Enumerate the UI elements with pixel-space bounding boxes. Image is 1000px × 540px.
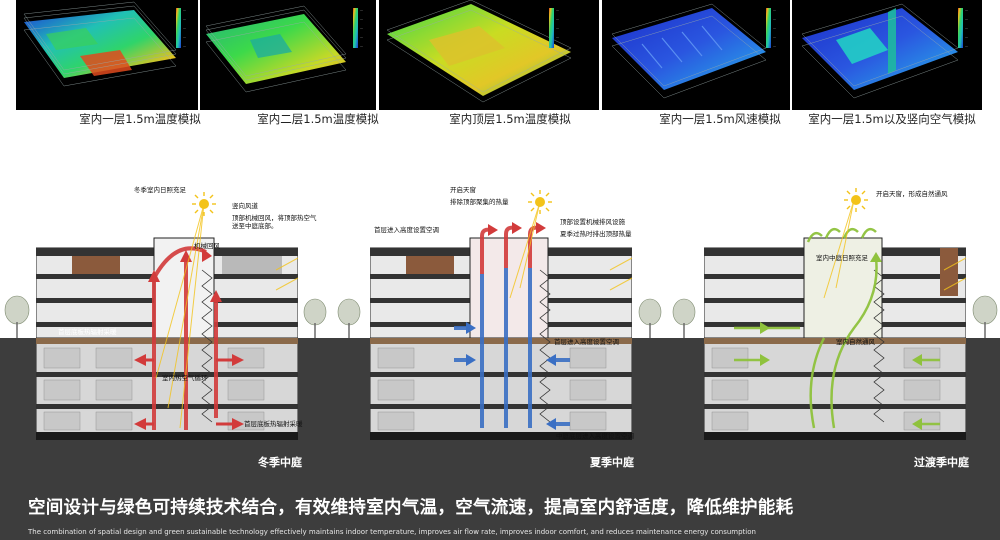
note-winter-hot-air: 室内热空气循环	[162, 374, 208, 382]
svg-text:—: —	[965, 17, 968, 21]
svg-text:—: —	[773, 44, 776, 48]
section-summer: 开启天窗 排除顶部聚集的热量 首层进入高度设置空调 顶部设置机械排风设施 夏季过…	[369, 178, 634, 440]
section-winter: 冬季室内日照充足 竖向风道 顶部机械回风，将顶部热空气 送至中庭底部。 机械回风…	[35, 178, 317, 440]
note-summer-ac: 首层进入高度设置空调	[554, 338, 619, 346]
section-title-summer: 夏季中庭	[590, 456, 634, 469]
section-transition: 开启天窗，形成自然通风 室内中庭日照充足 室内自然通风	[703, 178, 967, 440]
svg-text:—: —	[773, 8, 776, 12]
wind-section-map: — — — — —	[801, 3, 968, 99]
svg-text:—: —	[556, 17, 559, 21]
svg-text:—: —	[183, 35, 186, 39]
note-summer-fan: 顶部设置机械排风设施	[560, 218, 625, 226]
sim-caption-5: 室内一层1.5m以及竖向空气模拟	[808, 112, 976, 126]
svg-text:—: —	[183, 17, 186, 21]
section-title-transition: 过渡季中庭	[914, 456, 969, 469]
note-transition-natural: 室内自然通风	[836, 338, 875, 346]
svg-text:—: —	[360, 26, 363, 30]
svg-text:—: —	[183, 26, 186, 30]
note-transition-light: 室内中庭日照充足	[816, 254, 868, 262]
note-winter-atrium: 机械回风	[194, 242, 220, 250]
note-winter-sun: 冬季室内日照充足	[134, 186, 186, 194]
note-summer-inlet: 首层进入高度设置空调	[374, 226, 439, 234]
svg-text:—: —	[965, 35, 968, 39]
building-section-drawing	[703, 199, 967, 440]
note-summer-fan2: 夏季过热时排出顶部热量	[560, 230, 632, 238]
sun-icon	[844, 188, 868, 212]
note-winter-floor: 首层底板热辐射采暖	[58, 328, 117, 336]
note-winter-shaft: 竖向风道	[232, 202, 258, 210]
svg-text:—: —	[556, 44, 559, 48]
svg-text:—: —	[183, 44, 186, 48]
svg-text:—: —	[183, 8, 186, 12]
svg-text:—: —	[556, 8, 559, 12]
sim-caption-4: 室内一层1.5m风速模拟	[659, 112, 781, 126]
summary-subline: The combination of spatial design and gr…	[28, 528, 756, 536]
temperature-map: — — — — —	[386, 0, 572, 103]
wind-speed-map: — — — — —	[611, 3, 776, 99]
svg-text:—: —	[360, 8, 363, 12]
section-title-winter: 冬季中庭	[258, 456, 302, 469]
note-winter-return2: 送至中庭底部。	[232, 222, 278, 230]
sim-panel-2: — — — — —	[200, 0, 376, 110]
building-section-drawing	[35, 203, 299, 440]
sim-panel-5: — — — — —	[792, 0, 982, 110]
note-winter-floor-b: 首层底板热辐射采暖	[244, 420, 303, 428]
sim-panel-3: — — — — —	[379, 0, 599, 110]
sim-caption-1: 室内一层1.5m温度模拟	[79, 112, 201, 126]
svg-text:—: —	[773, 35, 776, 39]
note-summer-exhaust: 排除顶部聚集的热量	[450, 198, 509, 206]
sun-icon	[528, 190, 552, 214]
svg-text:—: —	[360, 44, 363, 48]
note-summer-skylight: 开启天窗	[450, 186, 476, 194]
svg-text:—: —	[773, 26, 776, 30]
sun-icon	[192, 192, 216, 216]
sim-caption-2: 室内二层1.5m温度模拟	[257, 112, 379, 126]
note-summer-ac-b: 中庭底层进入高度设置空调	[556, 432, 634, 440]
svg-text:—: —	[773, 17, 776, 21]
summary-headline: 空间设计与绿色可持续技术结合，有效维持室内气温，空气流速，提高室内舒适度，降低维…	[28, 498, 794, 518]
sim-panel-1: — — — — —	[16, 0, 198, 110]
svg-text:—: —	[360, 35, 363, 39]
note-transition-vent: 开启天窗，形成自然通风	[876, 190, 948, 198]
sim-caption-3: 室内顶层1.5m温度模拟	[449, 112, 571, 126]
svg-text:—: —	[965, 44, 968, 48]
temperature-map: — — — — —	[23, 1, 186, 87]
trees-layer	[4, 295, 998, 338]
note-winter-return: 顶部机械回风，将顶部热空气	[232, 214, 317, 222]
tree-icon	[4, 295, 998, 338]
svg-text:—: —	[556, 26, 559, 30]
temperature-map: — — — — —	[205, 5, 363, 93]
svg-text:—: —	[556, 35, 559, 39]
svg-text:—: —	[965, 26, 968, 30]
sim-panel-4: — — — — —	[602, 0, 790, 110]
svg-text:—: —	[965, 8, 968, 12]
building-section-drawing	[369, 201, 633, 440]
svg-text:—: —	[360, 17, 363, 21]
